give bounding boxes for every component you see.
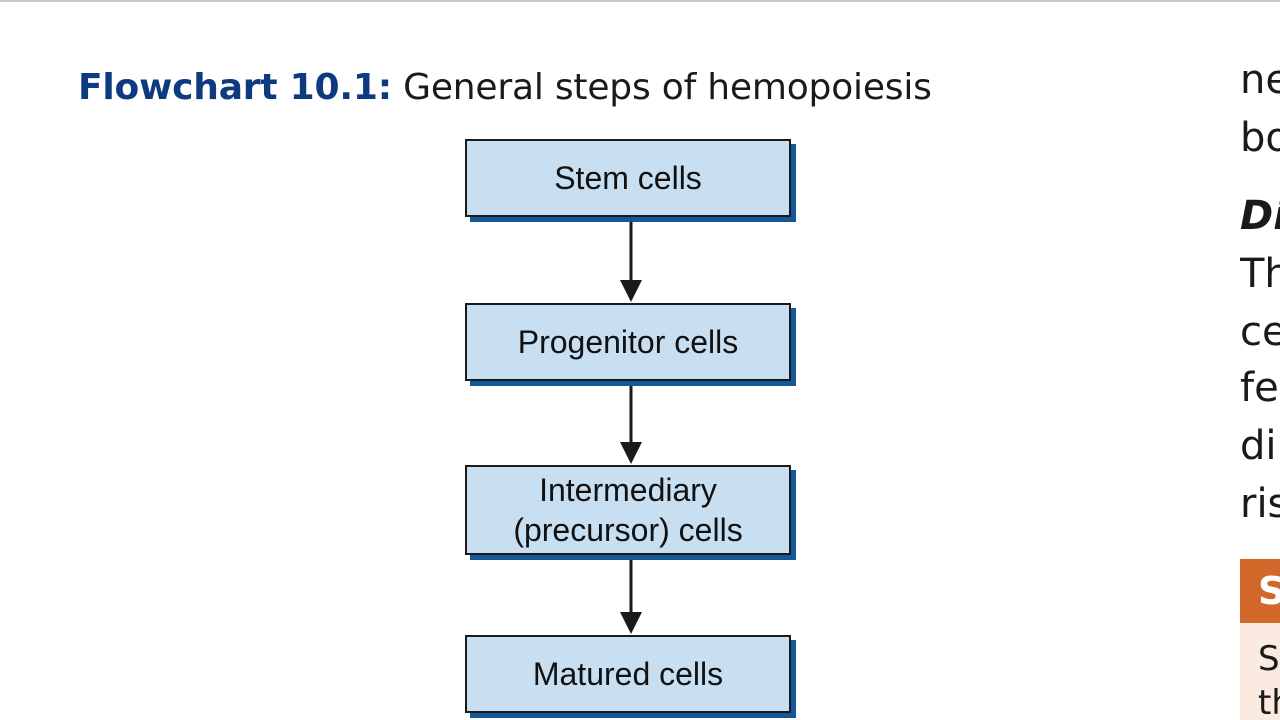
flow-step-matured-cells: Matured cells: [465, 635, 791, 713]
top-rule: [0, 0, 1280, 2]
flow-step-label: Matured cells: [532, 656, 724, 692]
side-column-text: ne bo Di Th ce fe di ris: [1240, 0, 1280, 720]
flowchart-caption: Flowchart 10.1: General steps of hemopoi…: [78, 62, 932, 114]
side-text-line: fe: [1240, 365, 1279, 411]
caption-title: General steps of hemopoiesis: [403, 67, 932, 108]
side-box-body: St th: [1240, 623, 1280, 720]
flow-step-label: Intermediary (precursor) cells: [513, 472, 743, 548]
side-text-line: Th: [1240, 251, 1280, 297]
side-text-line: ne: [1240, 57, 1280, 103]
flow-step-stem-cells: Stem cells: [465, 139, 791, 217]
side-text-line: ris: [1240, 481, 1280, 527]
side-box-header-text: S: [1258, 569, 1280, 613]
side-text-heading: Di: [1240, 193, 1280, 239]
flow-arrow-1: [618, 222, 644, 302]
arrow-down-icon: [620, 560, 642, 634]
side-text-line: bo: [1240, 115, 1280, 161]
flow-arrow-3: [618, 560, 644, 634]
side-box-header: S: [1240, 559, 1280, 623]
flow-step-progenitor-cells: Progenitor cells: [465, 303, 791, 381]
arrow-down-icon: [620, 386, 642, 464]
side-text-line: ce: [1240, 309, 1280, 355]
flow-step-label: Progenitor cells: [517, 324, 739, 360]
flow-arrow-2: [618, 386, 644, 464]
flow-step-label: Stem cells: [554, 160, 702, 196]
side-text-line: di: [1240, 423, 1277, 469]
side-box-body-line: St: [1258, 639, 1280, 679]
caption-label: Flowchart 10.1:: [78, 67, 392, 108]
arrow-down-icon: [620, 222, 642, 302]
side-box-body-line: th: [1258, 683, 1280, 720]
flow-step-intermediary-cells: Intermediary (precursor) cells: [465, 465, 791, 555]
